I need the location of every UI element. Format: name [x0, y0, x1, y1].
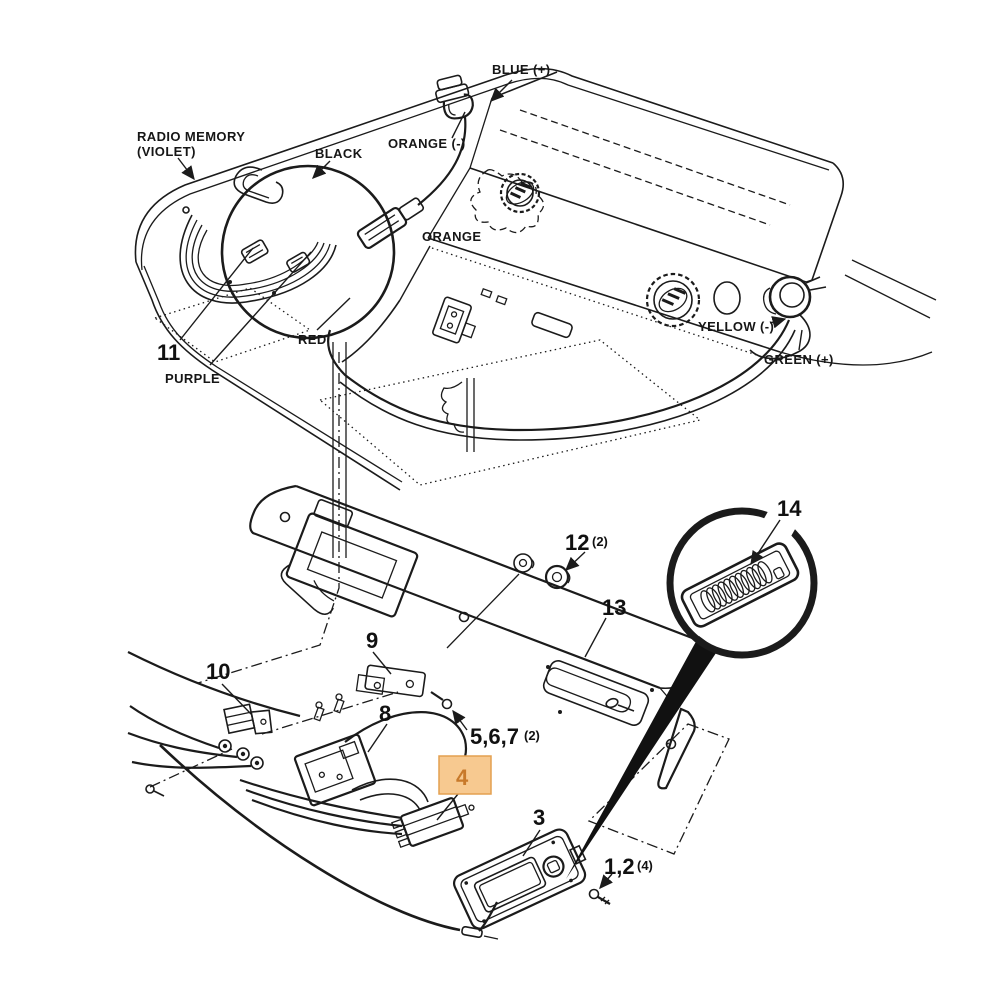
console-body — [427, 71, 937, 366]
part-number-1-2: 1,2 — [604, 854, 635, 879]
part-number-14: 14 — [777, 496, 802, 521]
coil-spring — [700, 561, 773, 613]
label-radio-memory: RADIO MEMORY — [137, 129, 245, 144]
part-number-567: 5,6,7 — [470, 724, 519, 749]
part-qty-12: (2) — [592, 534, 608, 549]
speaker-hole-upper — [470, 168, 545, 234]
detail-callout — [566, 507, 818, 879]
label-green-positive: GREEN (+) — [764, 352, 834, 367]
connector-orange — [432, 296, 477, 344]
speaker-hole-front — [645, 272, 701, 328]
part-14-lamp — [680, 542, 800, 628]
part-number-9: 9 — [366, 628, 378, 653]
screw-567 — [430, 691, 453, 710]
power-connector-blue-orange — [435, 74, 474, 120]
part-number-10: 10 — [206, 659, 230, 684]
ring-terminals — [218, 739, 264, 770]
label-black: BLACK — [315, 146, 363, 161]
wire-blue — [417, 116, 467, 206]
wire-bundle — [239, 778, 429, 836]
part-10-clip — [127, 651, 399, 797]
label-red: RED — [298, 332, 327, 347]
part-number-11: 11 — [157, 340, 180, 365]
part-qty-1-2: (4) — [637, 858, 653, 873]
wiring-harness-sweep — [327, 299, 811, 441]
label-radio-memory-color: (VIOLET) — [137, 144, 196, 159]
part-4-highlight-group: 4 — [438, 755, 492, 795]
wire-green — [749, 314, 811, 360]
screw-1-2 — [588, 888, 611, 905]
part-4-connector — [391, 797, 475, 849]
part-number-8: 8 — [379, 701, 391, 726]
label-blue: BLUE (+) — [492, 62, 550, 77]
lower-leaders — [221, 519, 781, 890]
part-9-bracket — [355, 664, 426, 698]
harness-detail-circle — [179, 164, 425, 340]
part-3-control-head — [159, 744, 587, 940]
label-purple: PURPLE — [165, 371, 220, 386]
label-yellow-negative: YELLOW (-) — [698, 319, 774, 334]
callout-tail — [566, 636, 718, 879]
part-number-4: 4 — [456, 765, 469, 790]
headliner-panel — [134, 67, 834, 684]
part-qty-567: (2) — [524, 728, 540, 743]
grommet-pair — [446, 553, 571, 649]
part-13-mounting-plate — [249, 484, 730, 855]
upper-leaders — [177, 79, 803, 366]
label-orange-negative: ORANGE (-) — [388, 136, 466, 151]
memory-plug-connector — [240, 239, 269, 264]
speaker-connector-round — [762, 275, 827, 319]
label-orange: ORANGE — [422, 229, 481, 244]
oval-hole — [713, 281, 741, 315]
radio-support-bracket — [280, 499, 419, 618]
part-number-12: 12 — [565, 530, 589, 555]
purple-plug-connector — [286, 251, 311, 273]
detail-callout-circle — [666, 507, 818, 659]
part-number-3: 3 — [533, 805, 545, 830]
part-4-highlight-box[interactable] — [438, 755, 492, 795]
part-number-13: 13 — [602, 595, 626, 620]
